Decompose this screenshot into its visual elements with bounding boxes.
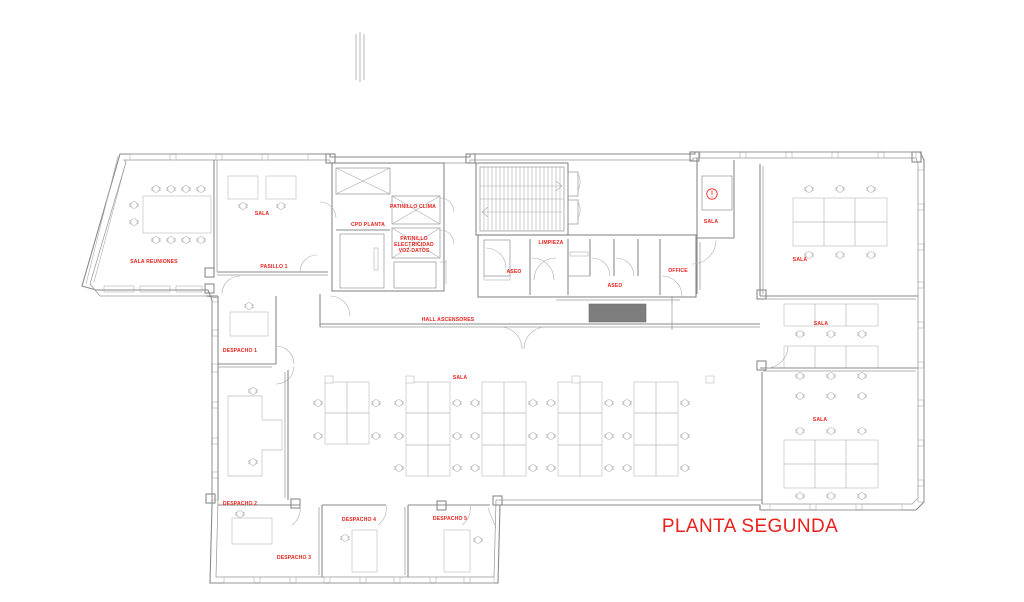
room-despacho-1 <box>218 296 295 385</box>
hall-ascensores <box>319 294 760 350</box>
section-line-marker <box>355 32 365 82</box>
open-office-desk-clusters <box>313 375 715 477</box>
room-cpd-planta-patinillos <box>319 162 455 292</box>
room-sala-entry-right <box>691 158 735 294</box>
block-aseos-office <box>477 234 697 298</box>
staircase <box>475 162 581 236</box>
desk-cluster-4 <box>546 375 614 477</box>
room-despacho-5 <box>408 504 497 573</box>
page-title: PLANTA SEGUNDA <box>661 516 839 537</box>
room-sala-right-1 <box>759 164 888 296</box>
desk-cluster-3 <box>470 381 538 477</box>
room-despacho-2 <box>227 370 289 500</box>
desk-cluster-2 <box>394 375 462 477</box>
corridor-pasillo-1 <box>206 275 241 500</box>
room-despacho-4 <box>322 504 409 577</box>
room-sala-top-left <box>217 175 328 276</box>
room-sala-right-2 <box>760 295 918 380</box>
room-sala-right-3 <box>761 372 879 504</box>
desk-cluster-1 <box>313 375 381 445</box>
detail-callout-circle-graphic <box>706 188 718 200</box>
desk-cluster-5 <box>622 381 690 477</box>
room-despacho-3 <box>218 504 323 577</box>
exterior-windows <box>103 151 925 584</box>
room-sala-reuniones <box>129 160 218 272</box>
